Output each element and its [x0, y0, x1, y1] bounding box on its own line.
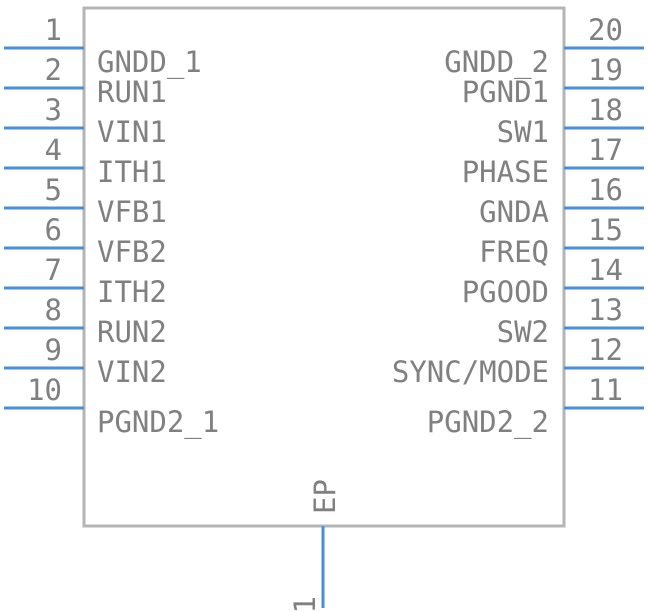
left-pin-1-number: 1 [45, 13, 62, 47]
left-pin-4-name: ITH1 [97, 155, 167, 189]
right-pin-17-name: PHASE [462, 155, 549, 189]
right-pin-17-number: 17 [588, 133, 623, 167]
right-pin-15-name: FREQ [479, 235, 549, 269]
left-pin-5-number: 5 [45, 173, 62, 207]
left-pin-3-number: 3 [45, 93, 62, 127]
left-pin-8-name: RUN2 [97, 315, 167, 349]
right-pin-12-name: SYNC/MODE [392, 355, 549, 389]
left-pin-5-name: VFB1 [97, 195, 167, 229]
right-pin-14-name: PGOOD [462, 275, 549, 309]
right-pin-18-name: SW1 [497, 115, 549, 149]
right-pin-14-number: 14 [588, 253, 623, 287]
right-pin-13-name: SW2 [497, 315, 549, 349]
left-pin-9-name: VIN2 [97, 355, 167, 389]
left-pin-7-name: ITH2 [97, 275, 167, 309]
bottom-pin-21-number: 21 [288, 596, 322, 612]
left-pin-2-number: 2 [45, 53, 62, 87]
right-pin-12-number: 12 [588, 333, 623, 367]
left-pin-8-number: 8 [45, 293, 62, 327]
right-pin-18-number: 18 [588, 93, 623, 127]
left-pin-6-number: 6 [45, 213, 62, 247]
right-pin-19-name: PGND1 [462, 75, 549, 109]
ic-body-outline [82, 6, 566, 528]
left-pin-6-name: VFB2 [97, 235, 167, 269]
right-pin-16-number: 16 [588, 173, 623, 207]
right-pin-20-number: 20 [588, 13, 623, 47]
right-pin-20-name: GNDD_2 [444, 45, 549, 80]
right-pin-11-number: 11 [588, 373, 623, 407]
left-pin-10-number: 10 [27, 373, 62, 407]
left-pin-1-name: GNDD_1 [97, 45, 202, 80]
right-pin-19-number: 19 [588, 53, 623, 87]
left-pin-10-name: PGND2_1 [97, 405, 219, 440]
right-pin-15-number: 15 [588, 213, 623, 247]
right-pin-16-name: GNDA [479, 195, 549, 229]
right-pin-11-name: PGND2_2 [427, 405, 549, 440]
left-pin-9-number: 9 [45, 333, 62, 367]
right-pin-13-number: 13 [588, 293, 623, 327]
left-pin-7-number: 7 [45, 253, 62, 287]
bottom-pin-21-name: EP [308, 479, 342, 514]
left-pin-3-name: VIN1 [97, 115, 167, 149]
left-pin-4-number: 4 [45, 133, 62, 167]
left-pin-2-name: RUN1 [97, 75, 167, 109]
